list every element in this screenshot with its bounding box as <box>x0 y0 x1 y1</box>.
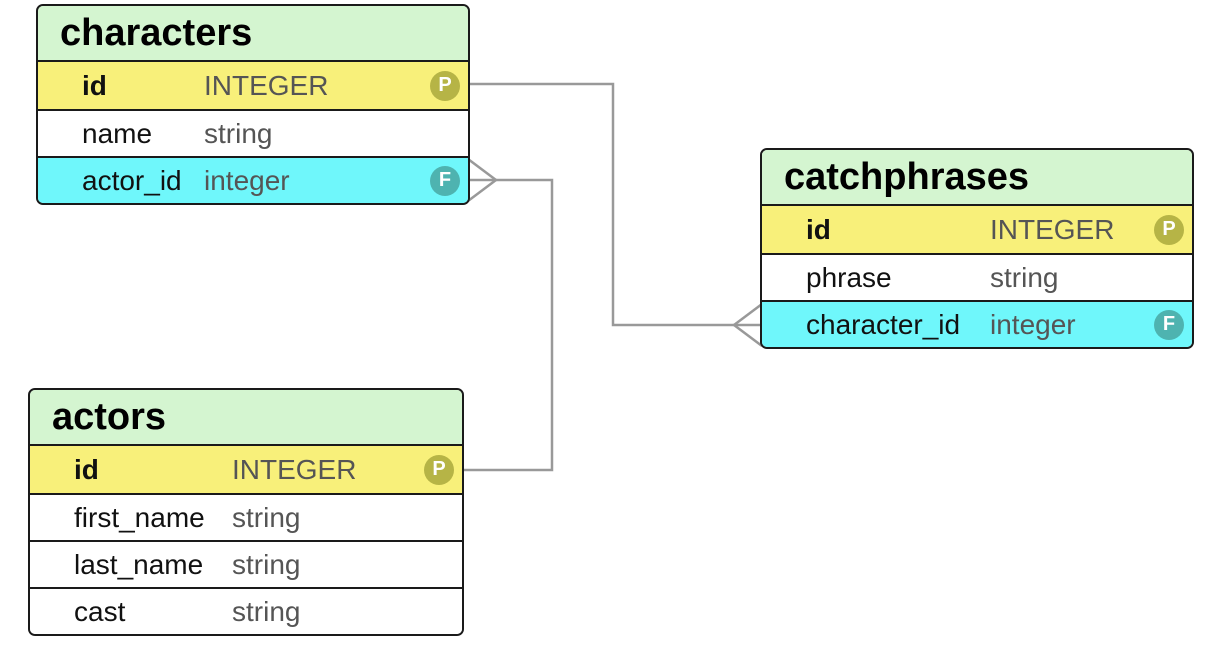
column-name: id <box>806 213 831 245</box>
primary-key-badge-icon: P <box>430 70 460 101</box>
table-title: catchphrases <box>784 155 1030 198</box>
table-row[interactable]: phrase string <box>762 253 1192 300</box>
table-row[interactable]: last_name string <box>30 540 462 587</box>
foreign-key-badge-icon: F <box>1154 309 1184 340</box>
table-title: characters <box>60 11 253 54</box>
column-type: INTEGER <box>232 453 357 485</box>
table-row[interactable]: id INTEGER P <box>762 206 1192 253</box>
table-row[interactable]: first_name string <box>30 493 462 540</box>
column-type: INTEGER <box>204 69 329 101</box>
column-type: INTEGER <box>990 213 1115 245</box>
relation-actors-characters <box>462 178 554 472</box>
crows-foot-many-icon <box>467 158 499 202</box>
column-type: string <box>232 548 301 580</box>
column-type: string <box>232 501 301 533</box>
column-name: name <box>82 117 153 149</box>
table-row[interactable]: name string <box>38 109 468 156</box>
column-name: phrase <box>806 261 892 293</box>
table-row[interactable]: actor_id integer F <box>38 156 468 203</box>
column-name: last_name <box>74 548 204 580</box>
primary-key-badge-icon: P <box>1154 214 1184 245</box>
table-row[interactable]: id INTEGER P <box>30 446 462 493</box>
column-name: first_name <box>74 501 205 533</box>
table-row[interactable]: id INTEGER P <box>38 62 468 109</box>
column-name: id <box>74 453 99 485</box>
crows-foot-many-icon <box>731 303 763 347</box>
column-type: string <box>232 595 301 627</box>
table-catchphrases[interactable]: catchphrases id INTEGER P phrase string … <box>760 148 1194 349</box>
primary-key-badge-icon: P <box>424 454 454 485</box>
relation-characters-catchphrases <box>470 82 762 327</box>
table-row[interactable]: character_id integer F <box>762 300 1192 347</box>
table-row[interactable]: cast string <box>30 587 462 634</box>
column-type: integer <box>990 308 1076 340</box>
column-name: id <box>82 69 107 101</box>
column-name: cast <box>74 595 126 627</box>
column-type: integer <box>204 164 290 196</box>
column-name: character_id <box>806 308 961 340</box>
column-type: string <box>204 117 273 149</box>
table-header: characters <box>38 6 468 62</box>
table-header: actors <box>30 390 462 446</box>
table-title: actors <box>52 395 167 438</box>
table-characters[interactable]: characters id INTEGER P name string acto… <box>36 4 470 205</box>
column-type: string <box>990 261 1059 293</box>
table-header: catchphrases <box>762 150 1192 206</box>
column-name: actor_id <box>82 164 182 196</box>
foreign-key-badge-icon: F <box>430 165 460 196</box>
table-actors[interactable]: actors id INTEGER P first_name string la… <box>28 388 464 636</box>
